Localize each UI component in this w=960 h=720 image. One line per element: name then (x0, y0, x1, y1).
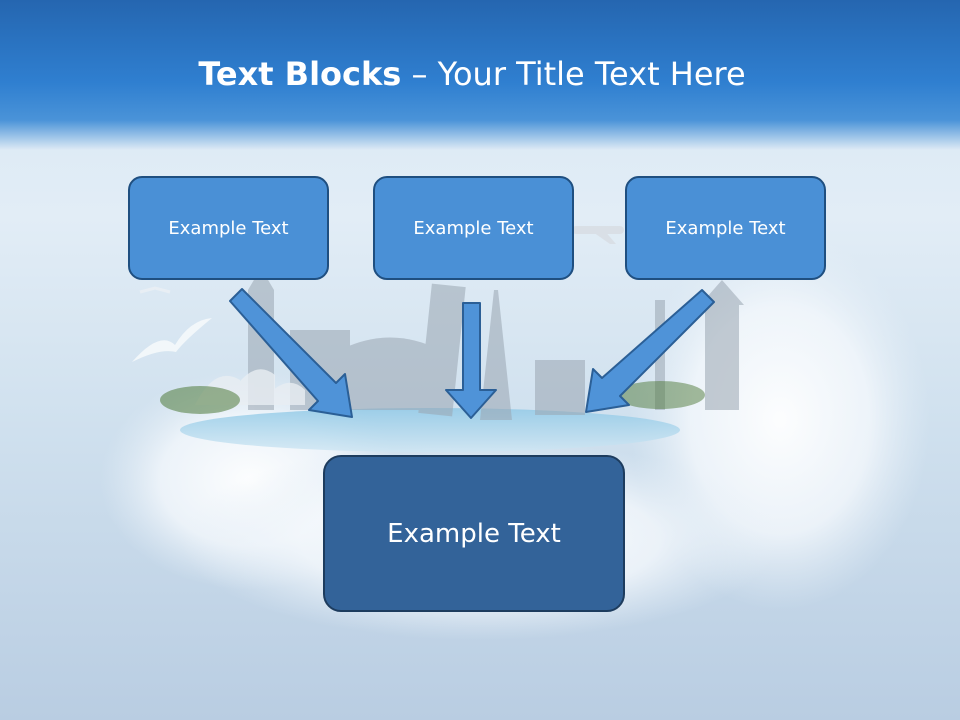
trees-icon (615, 381, 705, 409)
trees-icon (160, 386, 240, 414)
text-block-3-label: Example Text (665, 217, 786, 239)
text-block-2-label: Example Text (413, 217, 534, 239)
arrow-left (229, 288, 353, 418)
arrow-right (585, 289, 715, 413)
title-separator: – (401, 55, 438, 93)
title-bar (0, 0, 960, 150)
text-block-1-label: Example Text (168, 217, 289, 239)
airplane-icon (572, 226, 624, 244)
main-text-block-label: Example Text (387, 518, 561, 549)
seagull-icon (132, 318, 212, 362)
arrow-center (445, 302, 497, 419)
water (180, 408, 680, 452)
text-block-1[interactable]: Example Text (128, 176, 329, 280)
text-block-2[interactable]: Example Text (373, 176, 574, 280)
title-rest: Your Title Text Here (437, 55, 746, 93)
text-block-3[interactable]: Example Text (625, 176, 826, 280)
seagull-icon (139, 286, 171, 294)
main-text-block[interactable]: Example Text (323, 455, 625, 612)
page-title: Text Blocks – Your Title Text Here (0, 52, 944, 96)
title-bold: Text Blocks (198, 55, 402, 93)
